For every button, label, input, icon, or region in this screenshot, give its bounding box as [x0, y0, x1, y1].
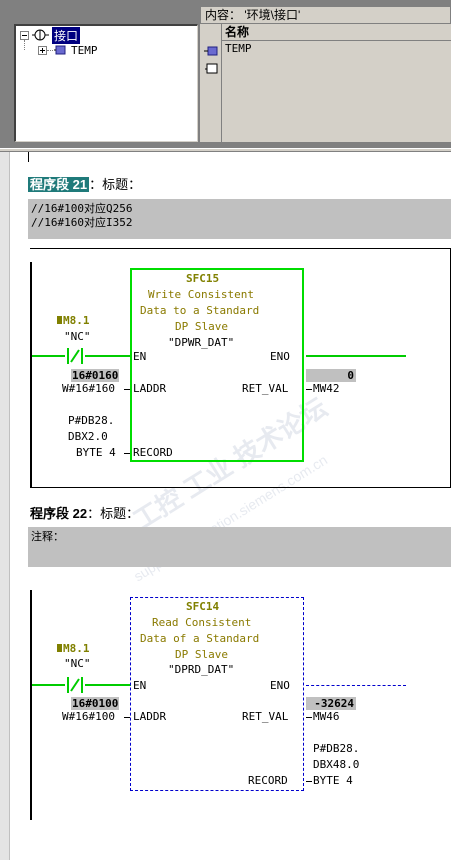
pin-record: RECORD [133, 446, 173, 459]
pane-splitter[interactable] [0, 148, 451, 152]
pin-laddr: LADDR [133, 710, 167, 723]
network-title-text: ：标题： [89, 177, 142, 192]
record-value-line1[interactable]: P#DB28. [68, 414, 115, 427]
pin-retval: RET_VAL [242, 382, 289, 395]
network-number: 21 [72, 177, 88, 192]
record-value-line3[interactable]: BYTE 4 [76, 446, 116, 459]
list-item[interactable]: TEMP [225, 42, 252, 55]
nc-contact-icon[interactable] [65, 677, 85, 693]
list-icon-column [200, 24, 222, 142]
network-title-21[interactable]: 程序段 21：标题： [28, 174, 141, 193]
block-name: SFC14 [186, 600, 220, 613]
block-desc-line1: Read Consistent [152, 616, 252, 629]
pin-en: EN [133, 679, 147, 692]
pin-record: RECORD [248, 774, 288, 787]
power-rail [30, 262, 32, 488]
contact-symbol: "NC" [64, 330, 91, 343]
expand-icon[interactable] [38, 45, 47, 55]
block-desc-line1: Write Consistent [148, 288, 254, 301]
network-number: 22 [72, 506, 88, 521]
block-desc-line3: DP Slave [175, 648, 228, 661]
block-name: SFC15 [186, 272, 220, 285]
content-path: 内容： '环境\接口' [200, 6, 451, 24]
block-desc-line3: DP Slave [175, 320, 228, 333]
record-value-line2[interactable]: DBX2.0 [68, 430, 108, 443]
network-comment[interactable]: //16#100对应Q256 //16#160对应I352 [28, 199, 451, 239]
block-symbol: "DPRD_DAT" [168, 663, 235, 676]
lad-editor[interactable]: 工控 工业 技术论坛 support.automation.siemens.co… [0, 152, 451, 860]
sfc14-block[interactable] [130, 597, 304, 791]
record-value-line3[interactable]: BYTE 4 [313, 774, 353, 787]
contact-address: M8.1 [57, 314, 90, 327]
new-entry-icon[interactable] [202, 62, 222, 76]
pin-en: EN [133, 350, 147, 363]
tree-node-temp[interactable]: TEMP [38, 43, 98, 57]
interface-browser: 接口 TEMP 内容： '环境\接口' 名称 TEMP [0, 0, 451, 148]
interface-tree[interactable]: 接口 TEMP [14, 24, 198, 142]
temp-var-icon [54, 45, 66, 55]
record-value-line2[interactable]: DBX48.0 [313, 758, 360, 771]
retval-value[interactable]: MW42 [313, 382, 340, 395]
network-label: 程序段 [30, 177, 70, 192]
content-list[interactable]: 名称 TEMP [200, 24, 451, 142]
laddr-status: 16#0160 [71, 369, 120, 382]
laddr-status: 16#0100 [71, 697, 120, 710]
tree-root-label: 接口 [52, 26, 81, 44]
pin-eno: ENO [270, 679, 290, 692]
collapse-icon[interactable] [20, 30, 29, 40]
editor-margin [0, 152, 10, 860]
tree-child-label: TEMP [71, 43, 98, 57]
pin-retval: RET_VAL [242, 710, 289, 723]
network-comment[interactable]: 注释： [28, 527, 451, 567]
retval-status: -32624 [306, 697, 356, 710]
record-value-line1[interactable]: P#DB28. [313, 742, 360, 755]
power-rail [30, 590, 32, 820]
list-column-header[interactable]: 名称 [222, 24, 451, 41]
laddr-value[interactable]: W#16#160 [62, 382, 115, 395]
nc-contact-icon[interactable] [65, 348, 85, 364]
pin-eno: ENO [270, 350, 290, 363]
sfc15-block[interactable] [130, 268, 304, 462]
network-title-text: ：标题： [87, 506, 140, 521]
block-symbol: "DPWR_DAT" [168, 336, 235, 349]
tree-node-interface[interactable]: 接口 [20, 26, 81, 44]
retval-value[interactable]: MW46 [313, 710, 340, 723]
network-title-22[interactable]: 程序段 22：标题： [30, 503, 139, 522]
pin-laddr: LADDR [133, 382, 167, 395]
interface-icon [32, 29, 49, 41]
block-desc-line2: Data to a Standard [140, 304, 260, 317]
temp-var-icon [204, 46, 218, 56]
block-desc-line2: Data of a Standard [140, 632, 260, 645]
contact-symbol: "NC" [64, 657, 91, 670]
laddr-value[interactable]: W#16#100 [62, 710, 115, 723]
retval-status: 0 [306, 369, 356, 382]
network-label: 程序段 [30, 506, 70, 521]
contact-address: M8.1 [57, 642, 90, 655]
